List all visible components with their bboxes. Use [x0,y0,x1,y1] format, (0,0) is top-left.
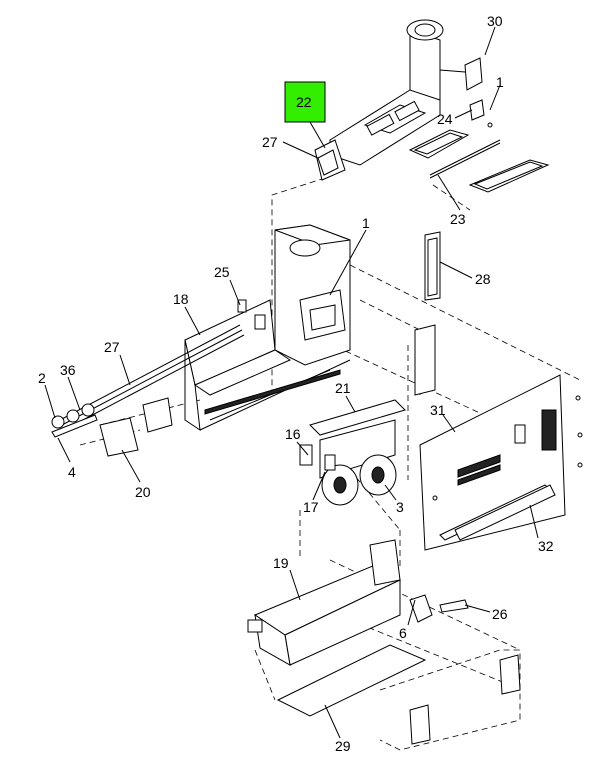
callout-25[interactable]: 25 [214,264,230,280]
callout-27-top[interactable]: 27 [262,134,278,150]
callout-2[interactable]: 2 [38,370,46,386]
callout-21[interactable]: 21 [335,380,351,396]
leader-lines [44,26,539,739]
callout-27-left[interactable]: 27 [104,339,120,355]
callout-19[interactable]: 19 [273,555,289,571]
callout-24[interactable]: 24 [437,111,453,127]
callout-32[interactable]: 32 [538,538,554,554]
callout-20[interactable]: 20 [135,484,151,500]
callout-6[interactable]: 6 [399,625,407,641]
callout-4[interactable]: 4 [68,464,76,480]
filter-panel [414,231,441,396]
callout-1-top[interactable]: 1 [496,74,504,90]
callout-28[interactable]: 28 [475,271,491,287]
callout-1-mid[interactable]: 1 [362,215,370,231]
heater-core [247,539,469,666]
callout-22[interactable]: 22 [296,94,312,110]
callout-17[interactable]: 17 [303,499,319,515]
callout-29[interactable]: 29 [335,738,351,754]
cover-plate [99,397,173,457]
housing-frame [184,224,351,432]
callout-23[interactable]: 23 [450,211,466,227]
callout-31[interactable]: 31 [430,402,446,418]
callout-30[interactable]: 30 [487,13,503,29]
blower-assembly [299,399,406,506]
vent-slots [457,409,557,486]
control-cables [51,324,245,438]
callout-3[interactable]: 3 [396,499,404,515]
floor-pad [276,644,521,745]
duct-assembly [314,19,550,193]
callout-26[interactable]: 26 [492,606,508,622]
mounting-bar [439,484,556,541]
callout-18[interactable]: 18 [173,291,189,307]
callout-16[interactable]: 16 [285,426,301,442]
callout-labels: 30 1 22 24 27 23 1 28 25 18 27 2 36 4 20… [38,13,554,754]
callout-36[interactable]: 36 [60,362,76,378]
highlight-box-22[interactable] [284,81,326,123]
